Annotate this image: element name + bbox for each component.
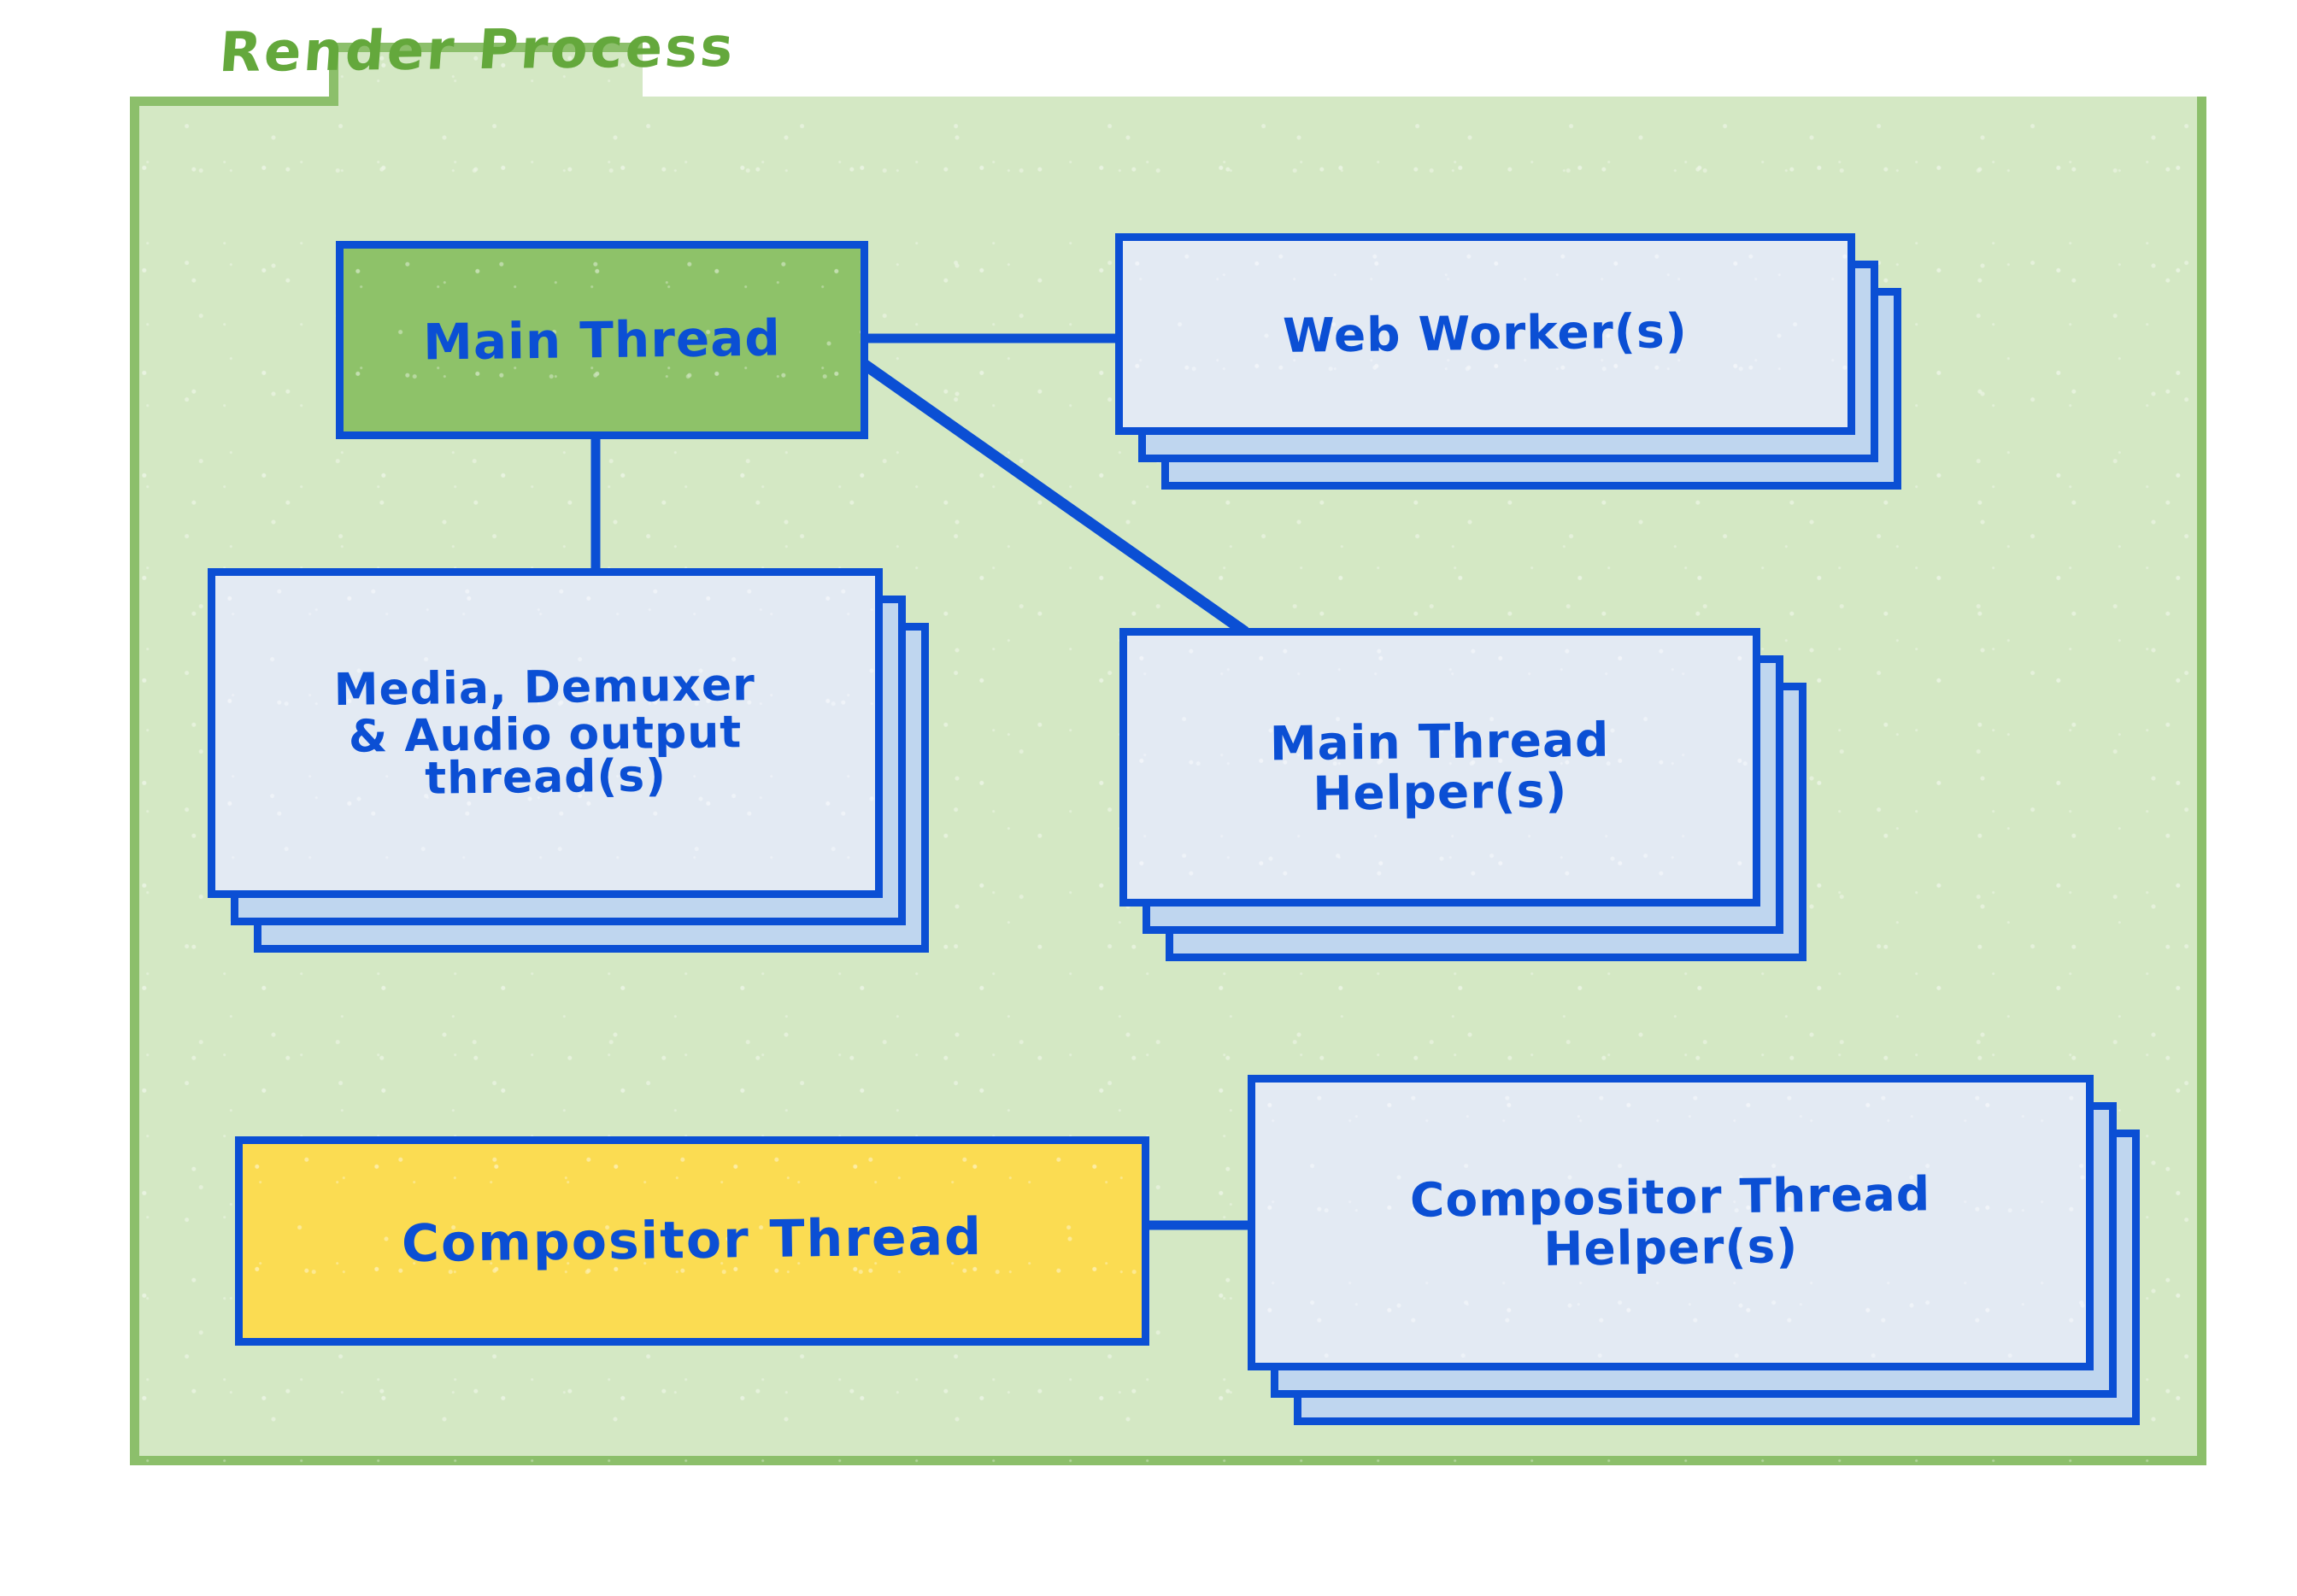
panel-tab-top-edge: [329, 43, 643, 52]
media-threads-label-line-3: thread(s): [424, 749, 667, 805]
web-worker-label: Web Worker(s): [1114, 229, 1857, 440]
media-threads-label: Media, Demuxer & Audio output thread(s): [206, 564, 885, 902]
page-title: Render Process: [216, 15, 738, 85]
compositor-thread-helper-label-line-2: Helper(s): [1542, 1218, 1799, 1276]
web-worker-label-line-1: Web Worker(s): [1282, 303, 1689, 364]
media-threads-label-line-1: Media, Demuxer: [333, 660, 756, 717]
compositor-thread-helper-label: Compositor Thread Helper(s): [1246, 1070, 2095, 1376]
compositor-thread-label-line-1: Compositor Thread: [401, 1206, 984, 1275]
compositor-thread-label: Compositor Thread: [234, 1130, 1151, 1351]
node-main-thread[interactable]: Main Thread: [336, 241, 868, 439]
compositor-thread-helper-label-line-1: Compositor Thread: [1409, 1165, 1931, 1228]
main-thread-label-line-1: Main Thread: [422, 308, 782, 372]
node-web-worker[interactable]: Web Worker(s): [1115, 233, 1901, 490]
panel-tab-left-riser: [329, 43, 338, 106]
node-compositor-thread[interactable]: Compositor Thread: [235, 1136, 1149, 1346]
panel-tab-shelf-edge: [130, 97, 338, 106]
node-compositor-thread-helper[interactable]: Compositor Thread Helper(s): [1248, 1075, 2171, 1425]
node-media-threads[interactable]: Media, Demuxer & Audio output thread(s): [208, 568, 960, 953]
main-thread-label: Main Thread: [335, 238, 870, 443]
main-thread-helper-label-line-2: Helper(s): [1312, 763, 1568, 821]
main-thread-helper-label: Main Thread Helper(s): [1118, 624, 1762, 910]
main-thread-helper-label-line-1: Main Thread: [1269, 712, 1610, 772]
node-main-thread-helper[interactable]: Main Thread Helper(s): [1119, 628, 1837, 961]
